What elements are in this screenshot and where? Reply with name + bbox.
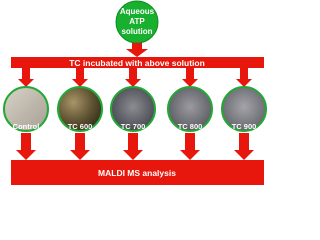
sample-tc900-disc	[221, 86, 267, 132]
sample-tc600: TC 600	[57, 86, 103, 132]
arrow-tc600-to-analysis	[70, 133, 90, 160]
sample-control-label: Control	[13, 122, 40, 131]
sample-tc800-disc	[167, 86, 213, 132]
arrows-to-analysis	[16, 133, 254, 160]
sample-tc700-label: TC 700	[121, 122, 146, 131]
sample-tc600-disc	[57, 86, 103, 132]
atp-solution-label-line2: ATP	[129, 17, 145, 26]
arrow-tc800-to-analysis	[180, 133, 200, 160]
arrow-to-tc800	[182, 68, 198, 87]
sample-tc700-disc	[110, 86, 156, 132]
workflow-diagram: Aqueous ATP solution TC incubated with a…	[3, 0, 267, 185]
arrow-control-to-analysis	[16, 133, 36, 160]
incubation-banner-label: TC incubated with above solution	[69, 58, 205, 68]
sample-control: Control	[3, 86, 49, 132]
atp-solution-node: Aqueous ATP solution	[115, 0, 159, 44]
arrow-to-tc600	[72, 68, 88, 87]
arrow-to-tc700	[125, 68, 141, 87]
sample-tc900: TC 900	[221, 86, 267, 132]
sample-tc800-label: TC 800	[178, 122, 203, 131]
incubation-banner-box	[11, 57, 264, 68]
arrow-tc700-to-analysis	[123, 133, 143, 160]
sample-tc600-label: TC 600	[68, 122, 93, 131]
arrows-to-samples	[18, 68, 252, 87]
arrow-to-tc900	[236, 68, 252, 87]
arrow-source-to-incubation	[126, 43, 148, 57]
arrow-to-control	[18, 68, 34, 87]
analysis-banner-label: MALDI MS analysis	[98, 168, 176, 178]
sample-tc800: TC 800	[167, 86, 213, 132]
sample-control-disc	[3, 86, 49, 132]
atp-solution-label-line3: solution	[121, 27, 152, 36]
analysis-banner: MALDI MS analysis	[11, 160, 264, 185]
arrow-tc900-to-analysis	[234, 133, 254, 160]
sample-tc700: TC 700	[110, 86, 156, 132]
sample-tc900-label: TC 900	[232, 122, 257, 131]
analysis-banner-box	[11, 160, 264, 185]
incubation-banner: TC incubated with above solution	[11, 57, 264, 68]
atp-solution-label-line1: Aqueous	[120, 7, 155, 16]
